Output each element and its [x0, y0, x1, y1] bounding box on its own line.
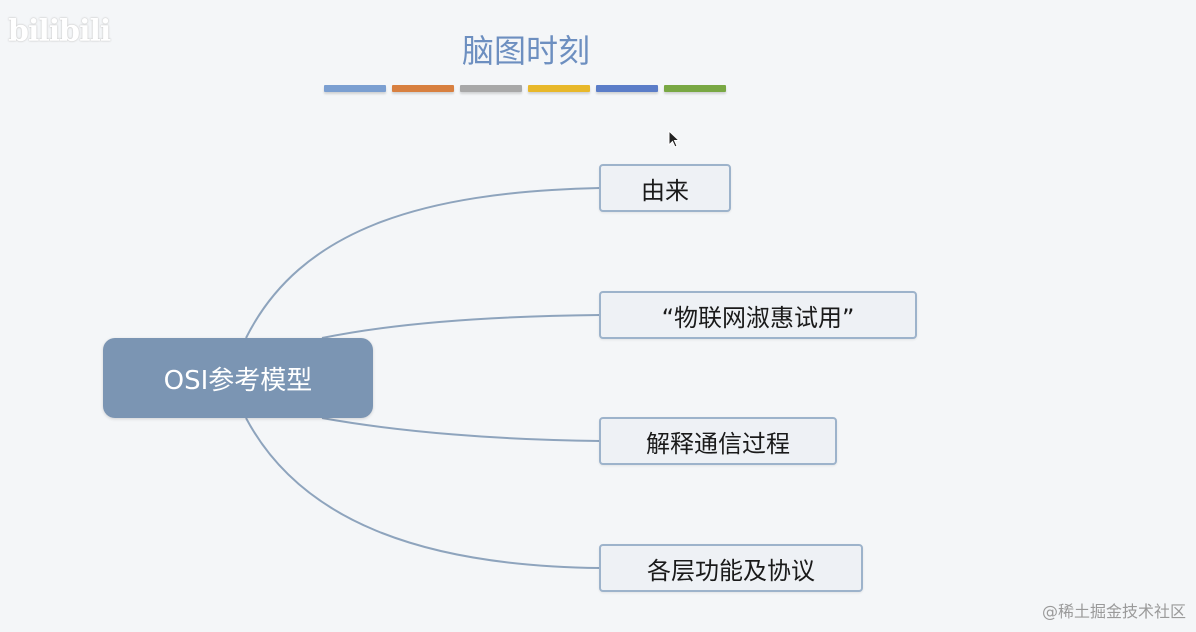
mouse-cursor-icon — [668, 130, 681, 148]
link-to-branch-4 — [245, 417, 601, 569]
color-segment-6 — [664, 85, 726, 92]
link-to-branch-2 — [321, 314, 601, 339]
branch-node-mnemonic[interactable]: “物联网淑惠试用” — [599, 291, 917, 339]
branch-node-communication-process[interactable]: 解释通信过程 — [599, 417, 837, 465]
color-segment-2 — [392, 85, 454, 92]
color-segment-5 — [596, 85, 658, 92]
corner-watermark: @稀土掘金技术社区 — [1041, 602, 1186, 621]
color-segment-3 — [460, 85, 522, 92]
bilibili-logo: bilibili — [8, 14, 111, 49]
branch-node-layer-functions[interactable]: 各层功能及协议 — [599, 544, 863, 592]
branch-label-origin: 由来 — [641, 176, 689, 205]
color-segment-1 — [324, 85, 386, 92]
link-to-branch-1 — [245, 187, 601, 339]
branch-label-communication-process: 解释通信过程 — [646, 429, 790, 458]
page-title: 脑图时刻 — [461, 32, 590, 70]
branch-node-origin[interactable]: 由来 — [599, 164, 731, 212]
color-segment-4 — [528, 85, 590, 92]
branch-label-layer-functions: 各层功能及协议 — [647, 556, 815, 585]
root-node-osi-model[interactable]: OSI参考模型 — [103, 338, 373, 418]
color-bar — [324, 85, 726, 93]
root-node-label: OSI参考模型 — [163, 365, 313, 396]
branch-label-mnemonic: “物联网淑惠试用” — [661, 303, 855, 332]
link-to-branch-3 — [321, 417, 601, 442]
